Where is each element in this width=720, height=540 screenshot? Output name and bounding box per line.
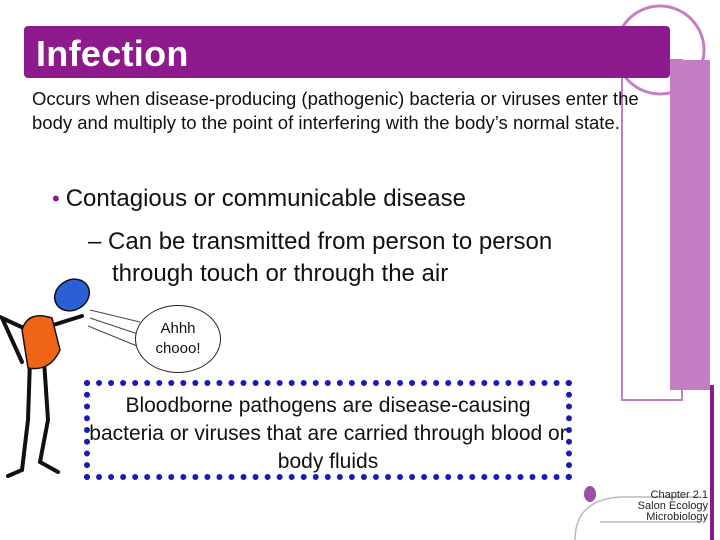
bubble-line-2: chooo! [155, 340, 201, 357]
definition-paragraph: Occurs when disease-producing (pathogeni… [32, 88, 639, 133]
slide-title: Infection [36, 33, 189, 74]
sub-bullet-line-1: – Can be transmitted from person to pers… [88, 228, 553, 255]
footer-line-3: Microbiology [646, 511, 708, 523]
speech-bubble: Ahhh chooo! [135, 305, 221, 373]
bullet-item: •Contagious or communicable disease [52, 185, 466, 213]
bullet-text: Contagious or communicable disease [65, 185, 466, 212]
callout-text: Bloodborne pathogens are disease-causing… [89, 394, 567, 473]
sub-bullet-line-2: through touch or through the air [112, 260, 449, 287]
bullet-icon: • [52, 186, 60, 211]
bubble-line-1: Ahhh [160, 320, 196, 337]
footer-line-2: Salon Ecology [637, 500, 708, 512]
side-band [670, 60, 710, 390]
footer-chapter-info: Chapter 2.1 Salon Ecology Microbiology [638, 490, 708, 523]
title-bar [24, 26, 670, 78]
footer-line-1: Chapter 2.1 [650, 489, 708, 501]
callout-box [84, 380, 572, 480]
